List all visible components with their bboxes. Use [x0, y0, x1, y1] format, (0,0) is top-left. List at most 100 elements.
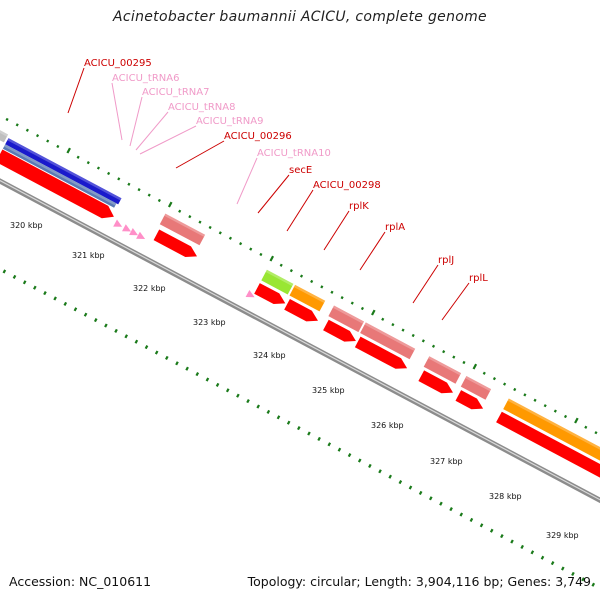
tick-mark [157, 198, 161, 203]
tick-mark [401, 328, 405, 332]
scale-tick [83, 312, 88, 317]
gene-rplA [360, 322, 416, 360]
kbp-label: 328 kbp [489, 492, 522, 501]
scale-tick [266, 409, 271, 414]
scale-tick [591, 582, 596, 587]
kbp-label: 321 kbp [72, 251, 105, 260]
gene-secE [261, 269, 294, 295]
scale-tick [53, 296, 57, 301]
tick-mark [15, 123, 19, 127]
gene-labels: ACICU_00295ACICU_tRNA6ACICU_tRNA7ACICU_t… [84, 58, 488, 284]
leader-line [359, 231, 386, 271]
gene-features [0, 130, 600, 478]
tick-marks [2, 117, 598, 587]
gene-label: ACICU_00295 [84, 58, 152, 69]
tick-mark [563, 414, 568, 419]
cds-arrow-rplL [455, 390, 484, 410]
scale-tick [469, 517, 474, 522]
gene-rplL-highlight [465, 376, 492, 392]
tick-mark [503, 382, 507, 386]
scale-tick [2, 269, 7, 274]
scale-tick [246, 399, 250, 404]
tick-mark [594, 431, 598, 435]
gene-rplJ [423, 356, 462, 384]
long-cds-arrow [496, 411, 600, 478]
cds-arrow-rplJ [418, 370, 453, 394]
blue-gene-highlight [7, 138, 122, 201]
tick-mark [249, 247, 253, 251]
leader-line [175, 140, 225, 169]
tick-mark [127, 182, 131, 186]
scale-tick [378, 469, 382, 474]
scale-tick [550, 561, 555, 566]
tick-mark [320, 285, 324, 289]
label-leaders [67, 67, 470, 321]
gray-feature-highlight [0, 130, 9, 137]
gene-label: ACICU_tRNA10 [257, 148, 331, 159]
leader-line [323, 210, 350, 251]
cds-arrow-rplK [323, 319, 356, 342]
backbone-highlight [0, 179, 600, 501]
scale-tick [175, 361, 179, 366]
scale-tick [368, 463, 372, 468]
tick-mark [492, 377, 496, 381]
scale-tick [408, 485, 413, 490]
scale-tick [114, 328, 118, 333]
gene-00296 [159, 213, 206, 246]
scale-tick [510, 539, 514, 544]
tick-mark [25, 128, 29, 132]
leader-line [135, 111, 169, 151]
scale-tick [154, 350, 159, 355]
kbp-label: 326 kbp [371, 421, 404, 430]
accession-text: Accession: NC_010611 [9, 574, 152, 589]
scale-tick [286, 420, 291, 425]
leader-line [67, 67, 85, 114]
leader-line [236, 157, 258, 205]
scale-tick [357, 458, 362, 463]
gene-label: ACICU_00298 [313, 180, 381, 191]
tick-mark [66, 147, 71, 154]
tick-mark [310, 279, 314, 284]
tick-mark [340, 296, 344, 300]
tick-mark [228, 236, 233, 240]
scale-tick [236, 393, 240, 398]
tick-mark [96, 166, 101, 170]
tick-mark [289, 269, 293, 273]
scale-tick [347, 453, 352, 458]
gene-label: ACICU_00296 [224, 131, 292, 142]
tick-mark [431, 344, 436, 348]
gene-rplK [328, 305, 364, 333]
scale-tick [520, 544, 524, 549]
tick-mark [269, 255, 275, 262]
long-orange-gene [503, 398, 600, 461]
tick-mark [279, 263, 283, 267]
tick-mark [391, 323, 395, 327]
scale-tick [459, 512, 464, 517]
gene-label: ACICU_tRNA8 [168, 102, 235, 113]
gene-label: secE [289, 165, 312, 176]
tick-mark [462, 360, 466, 365]
leader-line [257, 174, 290, 214]
gene-label: ACICU_tRNA9 [196, 116, 263, 127]
scale-tick [439, 501, 443, 506]
tick-mark [239, 242, 243, 246]
scale-tick [489, 528, 494, 533]
genome-backbone [0, 178, 600, 504]
scale-tick [500, 534, 504, 539]
scale-tick [43, 291, 47, 296]
tick-mark [107, 171, 111, 176]
scale-tick [571, 571, 575, 576]
trna8-marker [129, 228, 138, 236]
scale-tick [540, 555, 545, 560]
tick-mark [574, 417, 579, 424]
kbp-label: 323 kbp [193, 318, 226, 327]
tick-mark [543, 404, 547, 408]
tick-mark [299, 274, 304, 278]
tick-mark [198, 220, 202, 224]
blue-gene [5, 138, 122, 205]
tick-mark [533, 398, 537, 402]
cds-arrow-00296 [153, 229, 197, 257]
scale-tick [22, 280, 27, 285]
scale-tick [12, 274, 17, 279]
scale-tick [327, 442, 332, 447]
